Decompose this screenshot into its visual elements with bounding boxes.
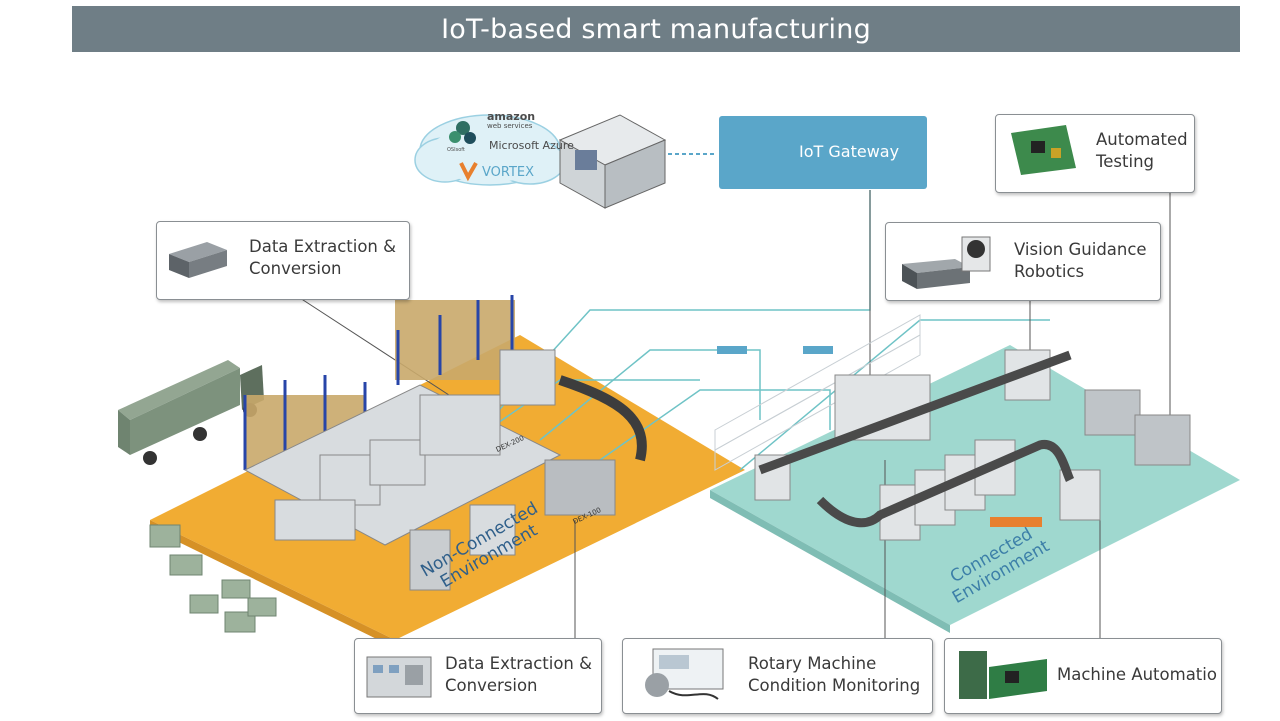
cart-illustrations	[149, 524, 277, 633]
network-tag-2	[803, 346, 833, 354]
callout-line1: Data Extraction &	[445, 654, 592, 673]
callout-line2: Conversion	[249, 259, 342, 278]
orange-module	[990, 517, 1042, 527]
callout-line2: Condition Monitoring	[748, 676, 921, 695]
iot-gateway-label: IoT Gateway	[799, 142, 900, 161]
callout-line2: Robotics	[1014, 262, 1085, 281]
callout-line1: Machine Automatio	[1057, 665, 1217, 684]
data-center-illustration	[558, 114, 667, 209]
azure-logo-text: Microsoft Azure	[489, 139, 574, 152]
rotary-machine-callout: Rotary Machine Condition Monitoring	[622, 638, 933, 714]
glass-partition	[714, 314, 921, 471]
controller-card-icon	[959, 651, 1047, 699]
embedded-pc-icon	[169, 242, 227, 278]
page-title: IoT-based smart manufacturing	[441, 13, 871, 45]
non-connected-machines	[243, 349, 616, 591]
callout-line1: Rotary Machine	[748, 654, 877, 673]
amazon-sub-text: web services	[487, 122, 533, 130]
conveyor-belt-left	[558, 375, 647, 462]
io-module-icon	[366, 656, 432, 698]
data-extraction-top-callout: Data Extraction & Conversion	[156, 221, 410, 300]
vision-system-icon	[902, 236, 991, 289]
monitoring-screen-icon	[645, 648, 724, 700]
vortex-logo-text: VORTEX	[482, 165, 535, 180]
callout-line1: Data Extraction &	[249, 237, 396, 256]
callout-line1: Vision Guidance	[1014, 240, 1147, 259]
osisoft-logo-text: OSIsoft	[447, 147, 465, 153]
machine-automation-callout: Machine Automatio	[944, 638, 1222, 714]
truck-illustration	[118, 360, 264, 465]
callout-line1: Automated	[1096, 130, 1188, 149]
non-connected-floor-edge	[150, 520, 395, 648]
callout-line2: Conversion	[445, 676, 538, 695]
network-tag-1	[717, 346, 747, 354]
title-bar: IoT-based smart manufacturing	[72, 6, 1240, 52]
connected-floor-edge	[710, 490, 950, 633]
circuit-board-icon	[1011, 125, 1076, 175]
automated-testing-callout: Automated Testing	[995, 114, 1195, 193]
callout-line2: Testing	[1096, 152, 1155, 171]
iot-gateway-box: IoT Gateway	[719, 116, 927, 189]
conveyor-belt-right	[758, 350, 1075, 528]
data-extraction-bottom-callout: Data Extraction & Conversion	[354, 638, 602, 714]
cloud-icon	[414, 114, 566, 186]
amazon-logo-text: amazon	[487, 110, 536, 123]
vision-guidance-callout: Vision Guidance Robotics	[885, 222, 1161, 301]
